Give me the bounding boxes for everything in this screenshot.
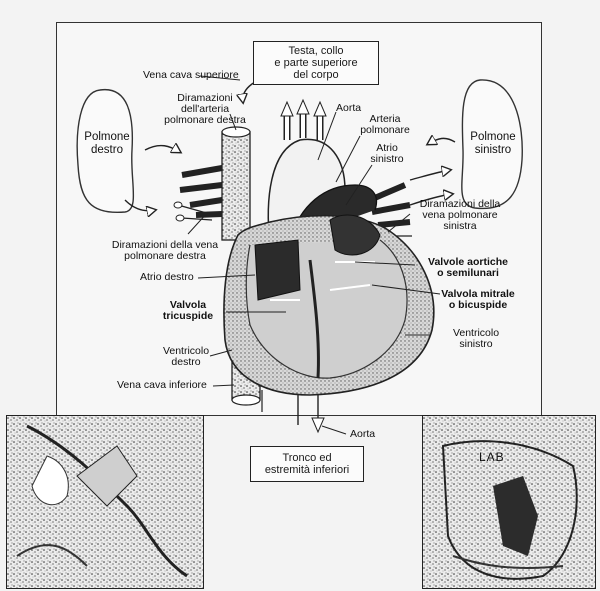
label-diramazioni-vena-destra: Diramazioni della vena polmonare destra (111, 239, 219, 262)
photo-left (6, 415, 204, 589)
label-ventricolo-destro: Ventricolo destro (162, 345, 210, 368)
label-valvola-tricuspide: Valvola tricuspide (162, 299, 214, 322)
photo-right: LAB (422, 415, 596, 589)
right-lung-shape (76, 89, 135, 214)
bottom-box-line-1: Tronco ed (282, 452, 332, 464)
label-atrio-sinistro: Atrio sinistro (370, 142, 404, 165)
label-vena-cava-inferiore: Vena cava inferiore (117, 379, 207, 391)
label-diramazioni-arteria: Diramazioni dell'arteria polmonare destr… (164, 92, 246, 126)
top-box: Testa, collo e parte superiore del corpo (253, 41, 379, 85)
label-arteria-polmonare: Arteria polmonare (360, 113, 410, 136)
photo-right-text: LAB (479, 450, 505, 464)
top-box-line-2: e parte superiore (274, 57, 358, 69)
label-ventricolo-sinistro: Ventricolo sinistro (452, 327, 500, 350)
label-valvola-mitrale: Valvola mitrale o bicuspide (441, 288, 515, 311)
left-lung-shape (461, 79, 523, 210)
label-atrio-destro: Atrio destro (140, 271, 194, 283)
label-diramazioni-vena-sinistra: Diramazioni della vena polmonare sinistr… (419, 198, 501, 232)
right-lung-label: Polmone destro (84, 131, 130, 156)
label-aorta-bottom: Aorta (350, 428, 376, 440)
top-box-line-3: del corpo (293, 69, 339, 81)
label-valvole-aortiche: Valvole aortiche o semilunari (428, 256, 508, 279)
label-vena-cava-superiore: Vena cava superiore (143, 69, 239, 81)
bottom-box-line-2: estremità inferiori (264, 464, 350, 476)
left-lung-label: Polmone sinistro (470, 131, 516, 156)
bottom-box: Tronco ed estremità inferiori (250, 446, 364, 482)
label-aorta-top: Aorta (336, 102, 362, 114)
top-box-line-1: Testa, collo (288, 45, 344, 57)
